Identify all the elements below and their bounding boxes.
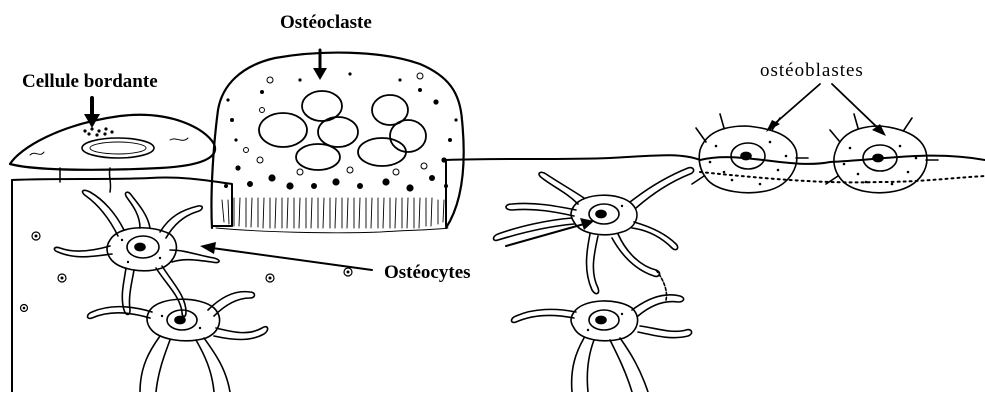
lining-cell-label: Cellule bordante xyxy=(22,71,158,93)
osteocyte-right-upper xyxy=(494,168,694,294)
osteoclast-nuclei xyxy=(259,91,426,170)
osteoblasts-label: ostéoblastes xyxy=(760,60,864,82)
ruffled-border xyxy=(216,198,448,233)
osteocyte-right-lower xyxy=(512,270,692,392)
lining-cell-nucleus xyxy=(82,138,154,158)
osteoclast-label: Ostéoclaste xyxy=(280,12,372,34)
osteocytes-label: Ostéocytes xyxy=(384,262,471,284)
bone-matrix-right xyxy=(446,155,985,226)
arrow-osteoclast xyxy=(313,50,327,80)
osteoclast-vesicles xyxy=(244,73,428,175)
arrows-osteoblasts xyxy=(766,84,886,136)
osteoclast xyxy=(211,53,463,233)
osteocyte-left-lower xyxy=(88,292,268,392)
bone-matrix-left xyxy=(12,177,232,392)
cell-texture xyxy=(121,141,918,331)
lining-cell xyxy=(10,115,215,192)
osteocyte-left-upper xyxy=(54,190,219,316)
